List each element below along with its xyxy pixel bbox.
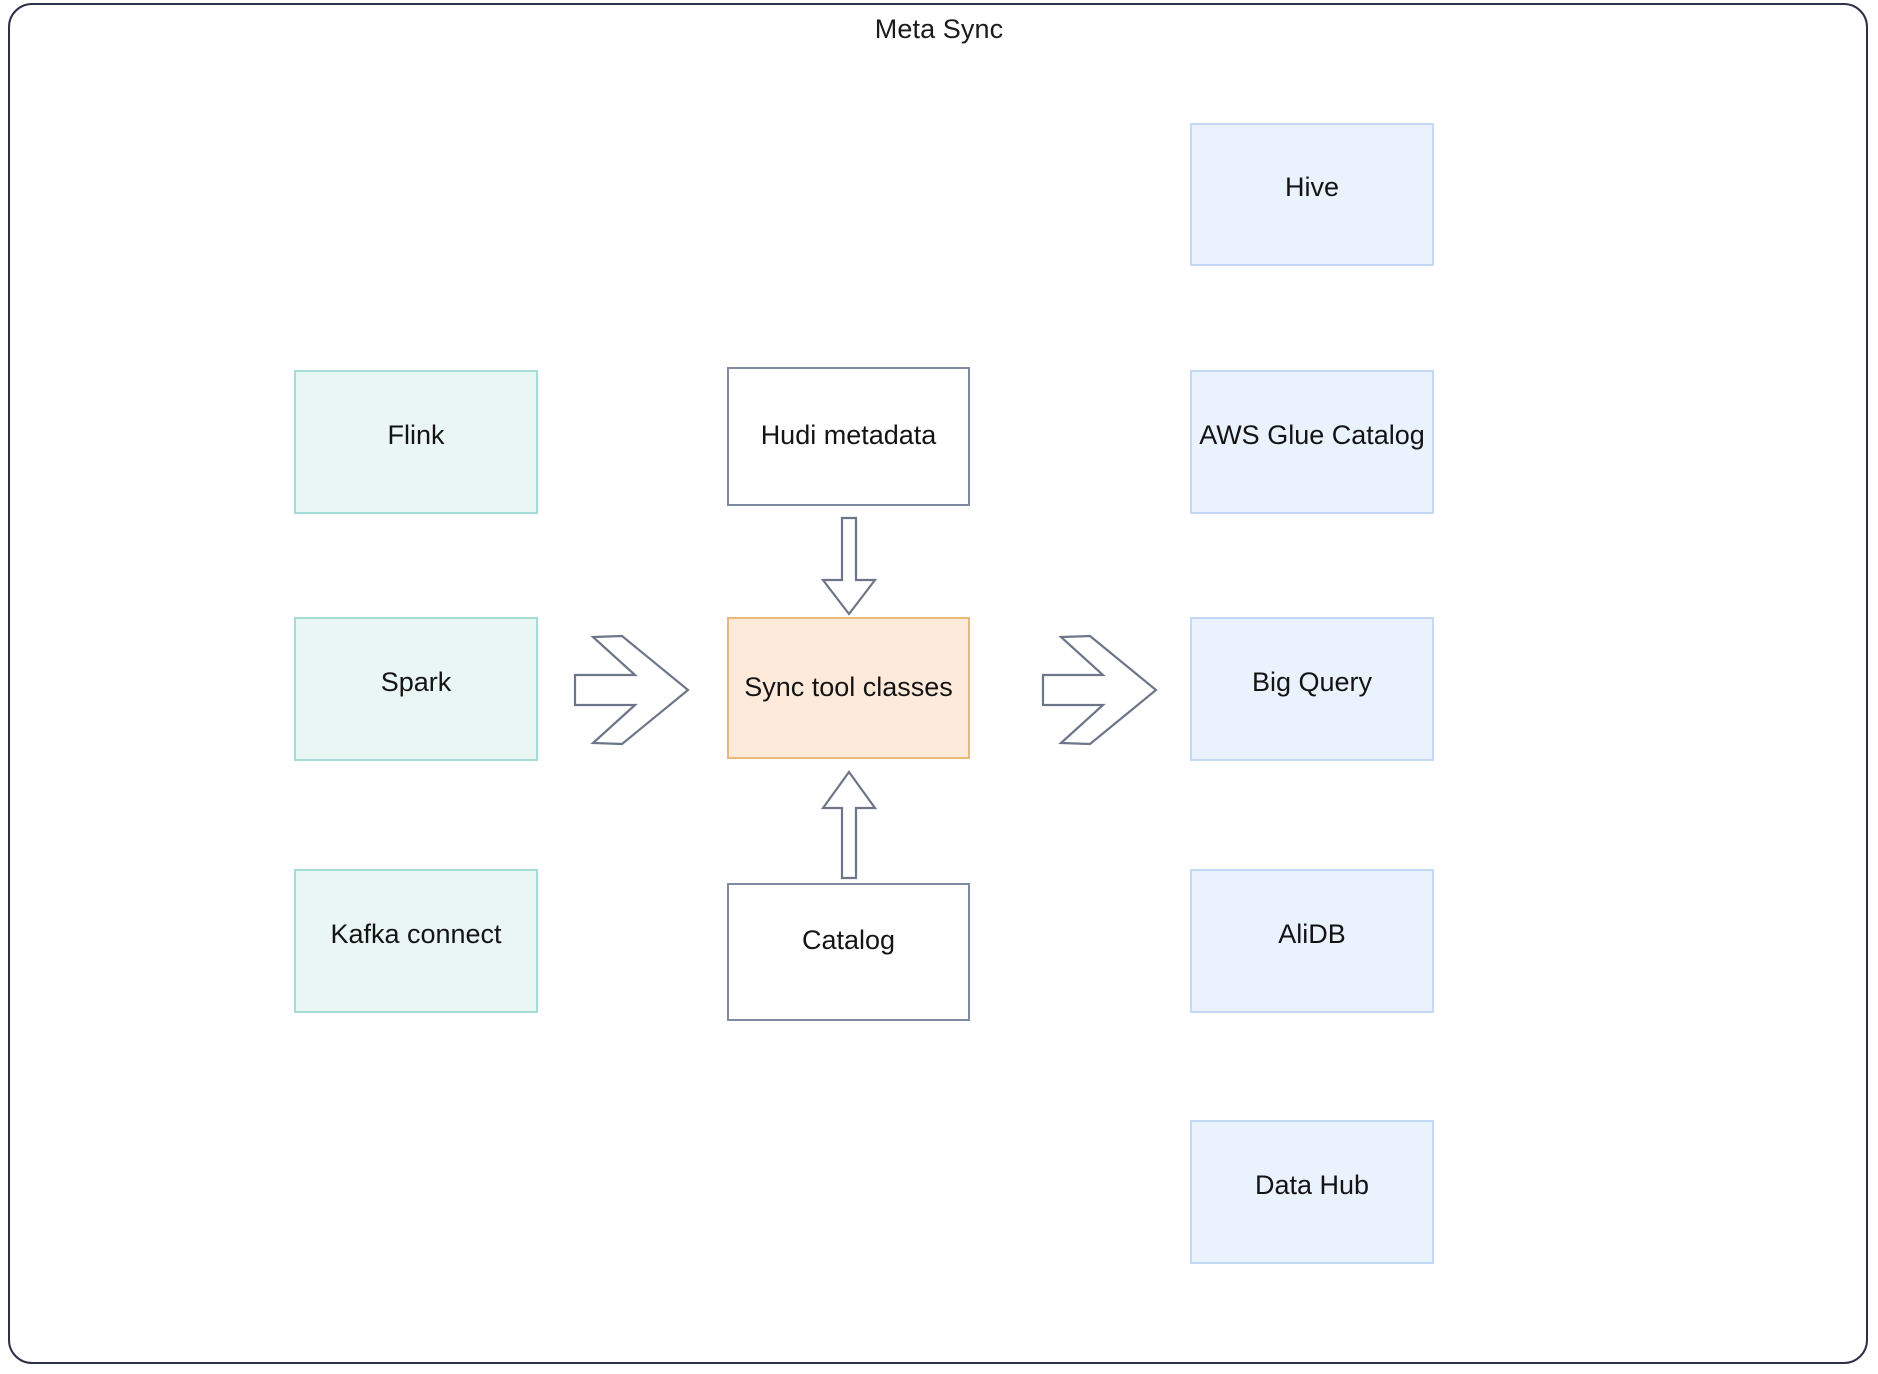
node-label: AliDB (1278, 918, 1346, 949)
page-title: Meta Sync (874, 14, 1004, 44)
node-label: Flink (387, 419, 445, 450)
node-kafka-connect[interactable]: Kafka connect (294, 869, 538, 1013)
node-alidb[interactable]: AliDB (1190, 869, 1434, 1013)
node-label: Data Hub (1254, 1169, 1370, 1200)
diagram-frame (8, 3, 1868, 1364)
node-hudi-metadata[interactable]: Hudi metadata (727, 367, 970, 506)
node-sync-tool-classes[interactable]: Sync tool classes (727, 617, 970, 759)
node-flink[interactable]: Flink (294, 370, 538, 514)
node-hive[interactable]: Hive (1190, 123, 1434, 266)
node-big-query[interactable]: Big Query (1190, 617, 1434, 761)
node-aws-glue-catalog[interactable]: AWS Glue Catalog (1190, 370, 1434, 514)
node-label: Kafka connect (330, 918, 502, 949)
node-label: AWS Glue Catalog (1199, 419, 1425, 450)
node-label: Big Query (1251, 666, 1373, 697)
node-catalog[interactable]: Catalog (727, 883, 970, 1021)
node-label: Spark (380, 666, 452, 697)
node-label: Hive (1284, 172, 1339, 203)
node-label: Catalog (801, 924, 896, 955)
node-spark[interactable]: Spark (294, 617, 538, 761)
node-data-hub[interactable]: Data Hub (1190, 1120, 1434, 1264)
node-label: Sync tool classes (744, 671, 953, 702)
node-label: Hudi metadata (760, 420, 937, 451)
